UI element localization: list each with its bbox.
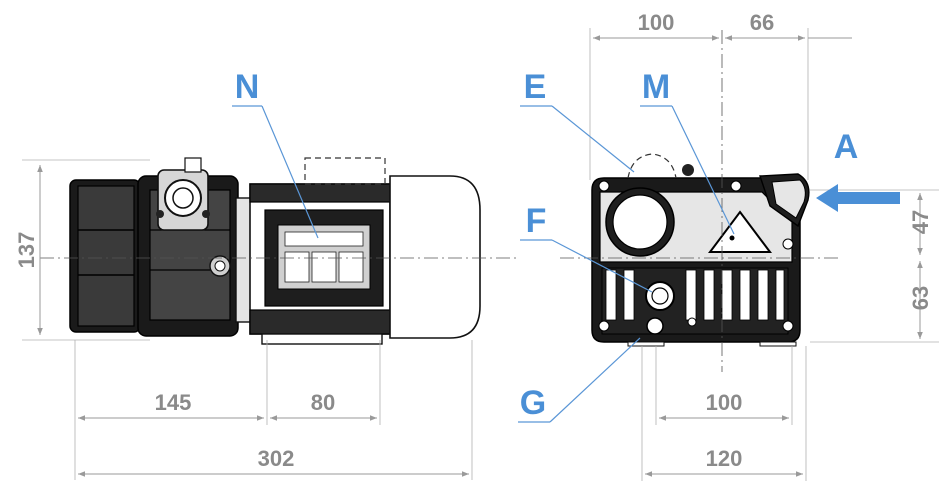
dim-left-height: 137 (14, 232, 39, 269)
dim-motor-foot: 80 (311, 390, 335, 415)
side-view (40, 157, 520, 345)
dim-base-outer: 120 (706, 446, 743, 471)
callout-a-label: A (834, 128, 859, 166)
callout-m: M (640, 68, 735, 235)
callout-g-label: G (520, 384, 546, 422)
end-dimensions: 100 66 47 63 100 120 (589, 10, 939, 481)
dim-overall-length: 302 (258, 446, 295, 471)
dim-top-width-left: 100 (638, 10, 675, 35)
side-dimensions: 137 145 80 302 (14, 159, 473, 480)
dim-pump-length: 145 (155, 390, 192, 415)
callout-n: N (232, 68, 319, 239)
cooling-fins (605, 269, 785, 321)
warning-triangle (708, 210, 772, 253)
flow-arrow-icon (816, 184, 900, 212)
callout-a: A (816, 128, 900, 212)
end-view (560, 30, 839, 372)
callout-e: E (520, 68, 635, 173)
callout-n-label: N (235, 68, 260, 106)
callout-m-label: M (642, 68, 670, 106)
callout-f: F (520, 202, 653, 293)
dim-top-width-right: 66 (750, 10, 774, 35)
fan-cover (389, 175, 481, 339)
callout-g: G (518, 337, 641, 423)
callout-f-label: F (526, 202, 547, 240)
callout-e-label: E (524, 68, 547, 106)
oil-drain-port (646, 317, 664, 335)
dim-base-inner: 100 (706, 390, 743, 415)
dim-right-lower: 63 (908, 286, 933, 310)
terminal-cover-outline (304, 157, 386, 185)
dim-right-upper: 47 (908, 210, 933, 234)
pump-end-cover-inner (77, 185, 135, 327)
